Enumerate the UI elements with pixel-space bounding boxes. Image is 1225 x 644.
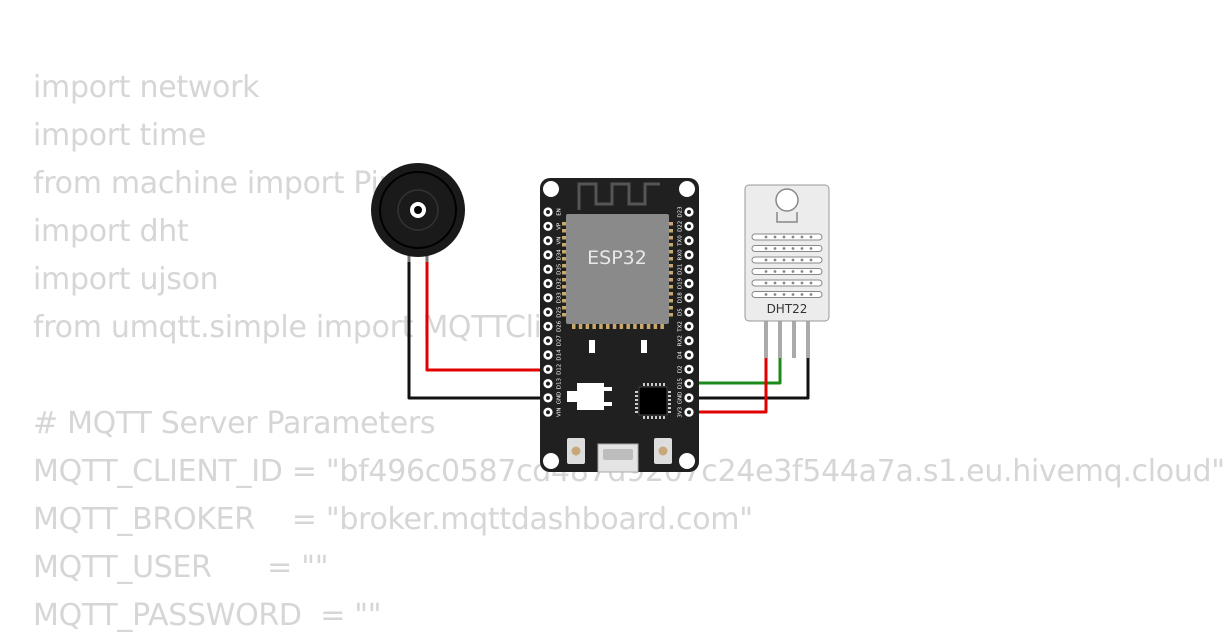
pin-label: D34 [557, 249, 563, 261]
pin-label: D18 [678, 292, 684, 304]
buzzer-ground-wire [407, 255, 548, 400]
dht-ground-wire [688, 355, 810, 400]
pin-label: D2 [678, 365, 684, 373]
pin-label: TX0 [678, 235, 684, 247]
chip-pads [562, 222, 673, 329]
buzzer-signal-wire [425, 255, 548, 372]
pin-label: D4 [678, 351, 684, 359]
en-button [567, 438, 585, 464]
dht-vent-grid [751, 233, 823, 298]
dht22-sensor: DHT22 [744, 184, 830, 358]
code-line: # MQTT Server Parameters [33, 406, 436, 441]
pin-label: VIN [557, 407, 563, 417]
antenna-trace [577, 182, 660, 210]
dht-power-wire [688, 355, 768, 414]
pin-label: EN [557, 208, 563, 216]
pin-label: RX2 [678, 335, 684, 346]
pin-label: D26 [557, 320, 563, 332]
pin-label: GND [557, 392, 563, 405]
code-line: MQTT_PASSWORD = "" [33, 598, 382, 633]
pin-label: VN [557, 237, 563, 245]
pin-label: D19 [678, 277, 684, 289]
pin-label: D15 [678, 377, 684, 389]
pin-label: VP [557, 222, 563, 230]
pin-label: D27 [557, 335, 563, 347]
pin-label: 3V3 [678, 406, 684, 417]
pin-label: D13 [557, 377, 563, 389]
code-line: import network [33, 70, 260, 105]
right-pin-header: D23D22TX0RX0D21D19D18D5TX2RX2D4D2D15GND3… [678, 206, 694, 418]
pin-label: D32 [557, 278, 563, 289]
dht-data-wire [688, 355, 782, 385]
code-line: import ujson [33, 262, 219, 297]
dht22-label: DHT22 [767, 302, 808, 316]
code-line: MQTT_CLIENT_ID = "bf496c0587cd487d9207c2… [33, 454, 1225, 489]
pin-label: TX2 [678, 321, 684, 333]
pin-label: D21 [678, 264, 684, 275]
pin-label: GND [678, 392, 684, 405]
pin-label: D25 [557, 306, 563, 318]
code-line: MQTT_BROKER = "broker.mqttdashboard.com" [33, 502, 753, 537]
wires [407, 255, 810, 414]
buzzer [371, 163, 465, 262]
code-line: import time [33, 118, 207, 153]
esp32-chip [566, 214, 669, 324]
pin-label: D5 [678, 308, 684, 316]
pin-label: D12 [557, 364, 563, 375]
chip-label: ESP32 [587, 247, 647, 269]
usb-uart-chip [635, 383, 671, 419]
pin-label: D23 [678, 206, 684, 218]
pin-label: D14 [557, 349, 563, 361]
code-line: MQTT_USER = "" [33, 550, 329, 585]
pin-label: D33 [557, 292, 563, 304]
circuit-diagram: DHT22 ESP32 [371, 163, 830, 473]
pin-label: D22 [678, 221, 684, 232]
usb-port [597, 443, 639, 473]
code-line: import dht [33, 214, 189, 249]
pin-label: D35 [557, 263, 563, 275]
pin-label: RX0 [678, 249, 684, 261]
voltage-regulator [577, 383, 604, 410]
boot-button [654, 438, 672, 464]
